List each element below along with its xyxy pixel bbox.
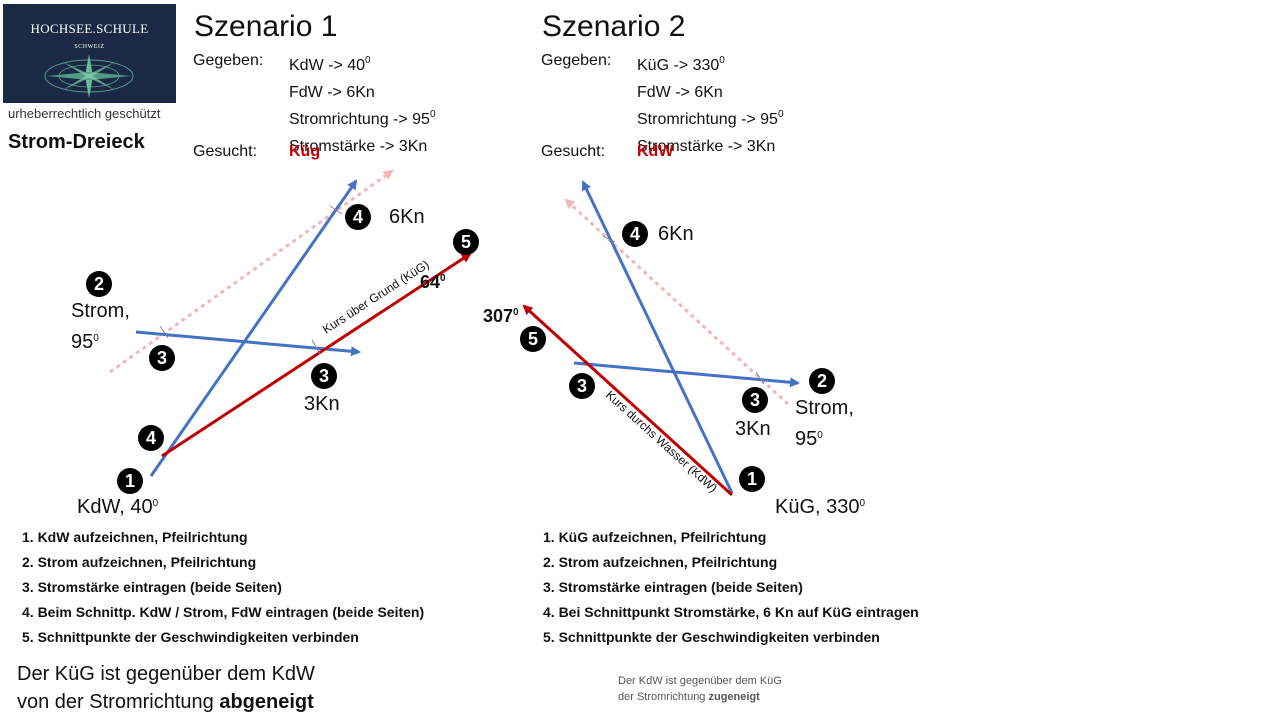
step-item: 3. Stromstärke eintragen (beide Seiten)	[543, 579, 803, 595]
s2-speed-label: 6Kn	[658, 223, 694, 245]
step-item: 3. Stromstärke eintragen (beide Seiten)	[22, 579, 282, 595]
s1-speed-label: 6Kn	[389, 206, 425, 228]
given-item: Stromrichtung -> 950	[289, 109, 436, 128]
s2-marker-5: 5	[520, 326, 546, 352]
given-item: KdW -> 400	[289, 55, 371, 74]
scenario1-title: Szenario 1	[194, 10, 338, 43]
scenario1-conclusion: Der KüG ist gegenüber dem KdW von der St…	[17, 663, 315, 713]
s2-marker-3b: 3	[742, 387, 768, 413]
s1-current-label: Strom, 950	[71, 300, 130, 353]
s1-marker-2: 2	[86, 271, 112, 297]
section-title: Strom-Dreieck	[8, 131, 145, 153]
step-item: 4. Beim Schnittp. KdW / Strom, FdW eintr…	[22, 604, 425, 620]
scenario2-sought-value: KdW	[637, 143, 674, 160]
s2-marker-1: 1	[739, 466, 765, 492]
s1-tick-a	[159, 325, 169, 339]
logo-title: HOCHSEE.SCHULE	[30, 21, 149, 36]
step-item: 1. KdW aufzeichnen, Pfeilrichtung	[22, 529, 248, 545]
s2-tick-b	[755, 371, 765, 385]
s1-marker-5: 5	[453, 229, 479, 255]
compass-rose-icon	[44, 54, 134, 98]
scenario1-sought-value: Küg	[289, 143, 321, 160]
s2-result-line-label: Kurs durchs Wasser (KdW)	[603, 388, 720, 495]
given-item: Stromrichtung -> 950	[637, 109, 784, 128]
given-item: FdW -> 6Kn	[637, 84, 723, 101]
step-item: 2. Strom aufzeichnen, Pfeilrichtung	[543, 554, 778, 570]
s1-marker-1: 1	[117, 468, 143, 494]
given-item: KüG -> 3300	[637, 55, 725, 74]
s1-tick-c	[329, 205, 343, 215]
scenario2-title: Szenario 2	[542, 10, 686, 43]
step-item: 5. Schnittpunkte der Geschwindigkeiten v…	[22, 629, 359, 645]
step-item: 5. Schnittpunkte der Geschwindigkeiten v…	[543, 629, 880, 645]
s1-result-value: 640	[420, 272, 446, 292]
s2-marker-4: 4	[622, 221, 648, 247]
s2-kug-vector	[581, 180, 734, 494]
scenario2-given-label: Gegeben:	[541, 52, 612, 69]
s1-marker-4b: 4	[345, 204, 371, 230]
given-item: FdW -> 6Kn	[289, 84, 375, 101]
scenario1-steps: 1. KdW aufzeichnen, Pfeilrichtung 2. Str…	[22, 525, 424, 650]
s1-result-line-label: Kurs über Grund (KüG)	[320, 257, 432, 336]
given-item: Stromstärke -> 3Kn	[289, 138, 428, 155]
s1-tick-b	[311, 339, 321, 355]
s1-marker-3a: 3	[149, 345, 175, 371]
step-item: 4. Bei Schnittpunkt Stromstärke, 6 Kn au…	[543, 604, 919, 620]
s2-start-label: KüG, 3300	[775, 496, 866, 518]
s2-tick-a	[602, 235, 616, 243]
scenario1-sought-label: Gesucht:	[193, 143, 258, 160]
s1-marker-3b: 3	[311, 363, 337, 389]
s2-current-label: Strom, 950	[795, 397, 854, 450]
s2-current-offset-line	[564, 198, 790, 406]
scenario2-given-list: KüG -> 3300 FdW -> 6Kn Stromrichtung -> …	[637, 50, 784, 158]
s1-kdw-vector	[149, 179, 358, 477]
logo-subtitle: SCHWEIZ	[74, 44, 105, 50]
s2-marker-2: 2	[809, 368, 835, 394]
scenario1-given-label: Gegeben:	[193, 52, 264, 69]
s2-marker-3a: 3	[569, 373, 595, 399]
given-item: Stromstärke -> 3Kn	[637, 138, 776, 155]
step-item: 2. Strom aufzeichnen, Pfeilrichtung	[22, 554, 257, 570]
s1-kug-result-vector	[161, 252, 472, 458]
s1-current-offset-line	[109, 169, 394, 374]
copyright-note: urheberrechtlich geschützt	[8, 106, 161, 121]
scenario1-given-list: KdW -> 400 FdW -> 6Kn Stromrichtung -> 9…	[289, 50, 436, 158]
s1-current-speed-label: 3Kn	[304, 393, 340, 415]
s1-current-vector	[135, 330, 361, 357]
scenario2-steps: 1. KüG aufzeichnen, Pfeilrichtung 2. Str…	[543, 525, 919, 650]
s2-current-speed-label: 3Kn	[735, 418, 771, 440]
logo: HOCHSEE.SCHULE SCHWEIZ	[3, 4, 176, 103]
scenario2-conclusion: Der KdW ist gegenüber dem KüG der Stromr…	[618, 675, 782, 703]
s1-marker-4a: 4	[138, 425, 164, 451]
s2-result-value: 3070	[483, 306, 519, 326]
s2-kdw-result-vector	[522, 304, 734, 497]
step-item: 1. KüG aufzeichnen, Pfeilrichtung	[543, 529, 767, 545]
scenario2-sought-label: Gesucht:	[541, 143, 606, 160]
s1-start-label: KdW, 400	[77, 496, 159, 518]
